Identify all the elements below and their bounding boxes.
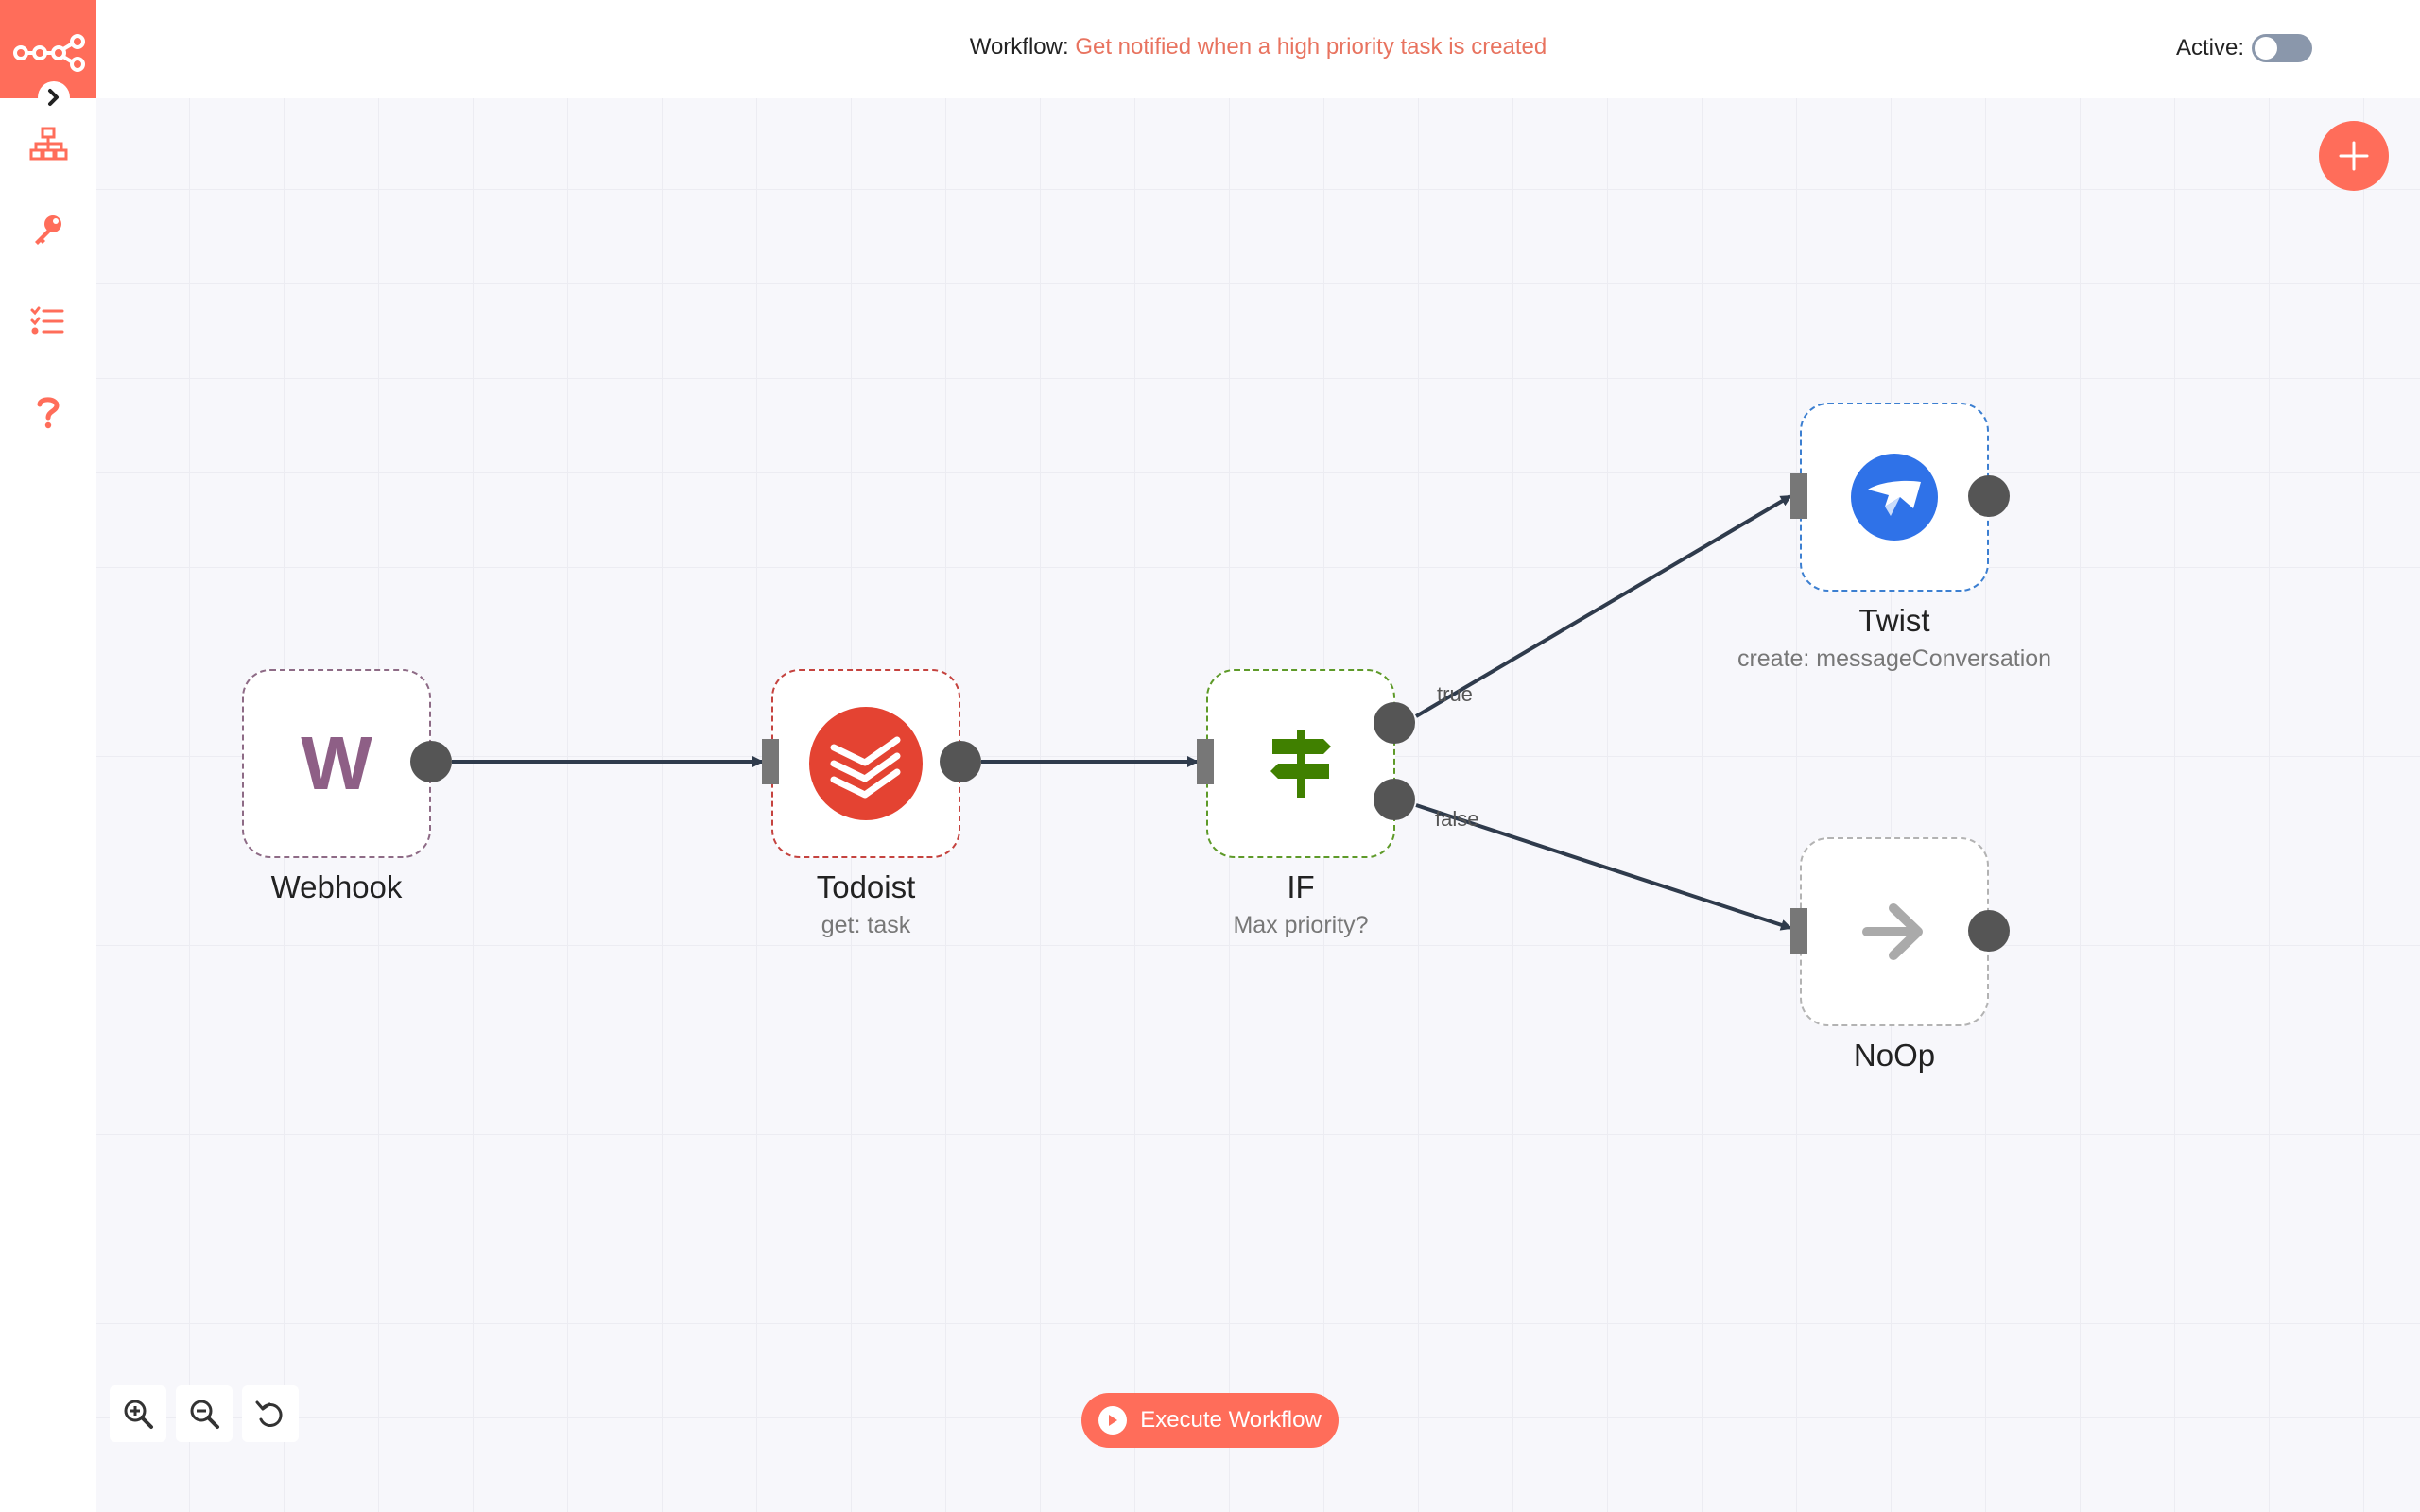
list-icon (30, 306, 64, 335)
expand-sidebar-button[interactable] (38, 81, 70, 113)
sidebar (0, 0, 96, 1512)
node-if[interactable] (1206, 669, 1395, 858)
sidebar-item-help[interactable] (26, 389, 70, 433)
workflow-canvas[interactable] (96, 98, 2420, 1512)
todoist-output-handle[interactable] (940, 741, 981, 782)
reset-zoom-button[interactable] (242, 1385, 299, 1442)
zoom-out-icon (190, 1400, 219, 1429)
arrow-right-icon (1802, 839, 1987, 1024)
twist-input-handle[interactable] (1790, 473, 1807, 519)
active-control: Active: (2176, 34, 2313, 62)
active-label: Active: (2176, 35, 2245, 60)
noop-label: NoOp (1853, 1038, 1936, 1073)
node-twist[interactable] (1800, 403, 1989, 592)
question-icon (37, 397, 60, 429)
if-false-output-handle[interactable] (1374, 779, 1415, 820)
active-toggle[interactable] (2252, 34, 2313, 62)
workflow-header: Workflow: Get notified when a high prior… (96, 0, 2420, 98)
webhook-label: Webhook (270, 869, 403, 904)
play-icon (1098, 1406, 1128, 1435)
zoom-out-button[interactable] (176, 1385, 233, 1442)
noop-output-handle[interactable] (1968, 910, 2010, 952)
twist-subtitle: create: messageConversation (1737, 645, 2052, 672)
twist-output-handle[interactable] (1968, 475, 2010, 517)
sidebar-item-credentials[interactable] (26, 208, 70, 251)
zoom-in-icon (124, 1400, 153, 1429)
undo-icon (255, 1400, 283, 1427)
if-input-handle[interactable] (1197, 739, 1214, 784)
node-noop[interactable] (1800, 837, 1989, 1026)
plus-icon (2339, 141, 2369, 171)
twist-label: Twist (1858, 603, 1930, 638)
zoom-in-button[interactable] (110, 1385, 166, 1442)
chevron-right-icon (48, 89, 59, 106)
todoist-label: Todoist (816, 869, 916, 904)
sidebar-item-workflows[interactable] (26, 123, 70, 166)
node-webhook[interactable]: W (242, 669, 431, 858)
edge-label-false: false (1435, 807, 1479, 831)
add-node-button[interactable] (2319, 121, 2389, 191)
if-label: IF (1287, 869, 1315, 904)
todoist-input-handle[interactable] (762, 739, 779, 784)
execute-workflow-button[interactable]: Execute Workflow (1081, 1393, 1339, 1448)
workflow-name[interactable]: Get notified when a high priority task i… (1075, 34, 1547, 60)
todoist-icon (773, 671, 959, 856)
edge-label-true: true (1437, 682, 1473, 706)
twist-icon (1802, 404, 1987, 590)
if-subtitle: Max priority? (1233, 912, 1369, 938)
webhook-icon: W (301, 721, 372, 805)
key-icon (35, 215, 61, 245)
if-true-output-handle[interactable] (1374, 702, 1415, 744)
workflow-title: Workflow: Get notified when a high prior… (96, 34, 2420, 60)
sidebar-item-executions[interactable] (26, 299, 70, 342)
todoist-subtitle: get: task (821, 912, 911, 938)
network-icon (29, 127, 68, 161)
noop-input-handle[interactable] (1790, 908, 1807, 954)
webhook-output-handle[interactable] (410, 741, 452, 782)
node-todoist[interactable] (771, 669, 960, 858)
toggle-knob (2255, 37, 2278, 60)
signpost-icon (1208, 671, 1393, 856)
workflow-prefix: Workflow: (969, 34, 1069, 60)
execute-workflow-label: Execute Workflow (1140, 1407, 1322, 1433)
